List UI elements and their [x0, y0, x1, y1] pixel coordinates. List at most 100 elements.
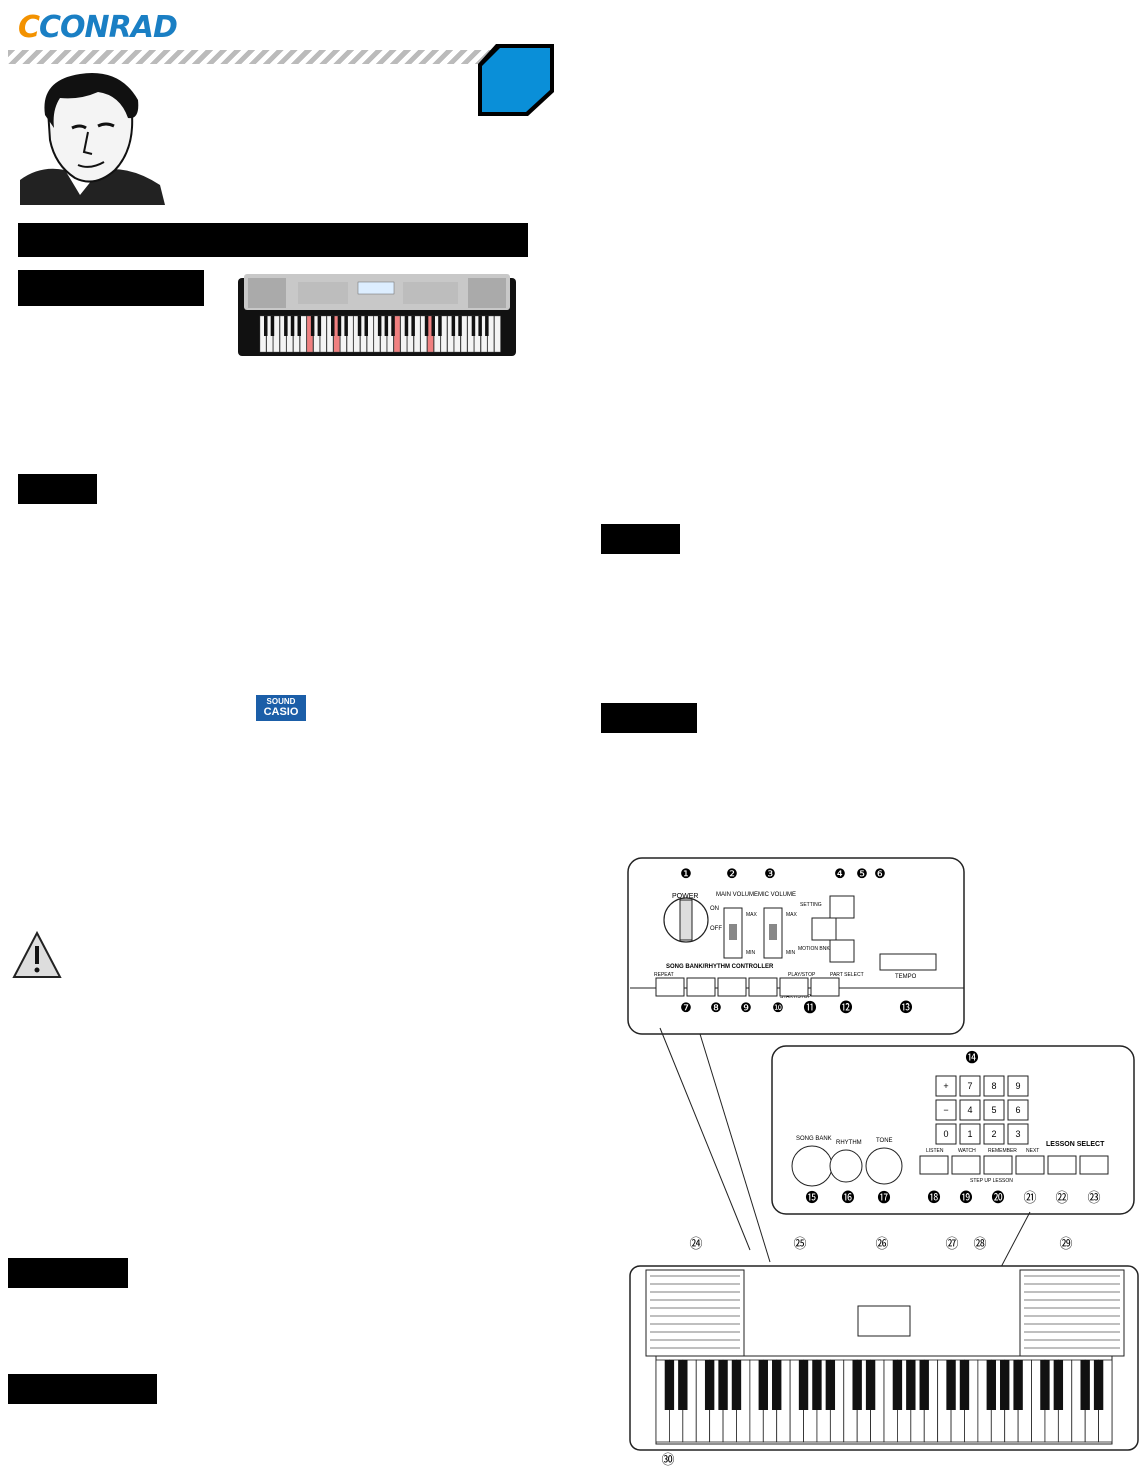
keypad-key-label: 4 — [967, 1105, 972, 1115]
detail-box-top — [627, 857, 965, 1035]
control-panel-diagram: POWER ON OFF MAIN VOLUME MAX MIN MIC VOL… — [627, 857, 1139, 1467]
photo-black-key — [377, 316, 382, 336]
keypad-key — [983, 1123, 1005, 1145]
photo-black-key — [290, 316, 295, 336]
photo-black-key — [357, 316, 362, 336]
keyboard-product-photo — [238, 274, 516, 356]
keypad-key — [983, 1099, 1005, 1121]
portrait-illustration — [20, 70, 165, 205]
keypad-key — [959, 1075, 981, 1097]
black-key — [1000, 1360, 1010, 1410]
photo-black-key — [264, 316, 268, 336]
photo-black-key — [270, 316, 275, 336]
photo-black-key — [364, 316, 368, 336]
keypad-key-label: 2 — [991, 1129, 996, 1139]
callout-number: ❾ — [740, 1000, 752, 1015]
callout-number: ⓲ — [927, 1190, 940, 1205]
callout-number: ㉓ — [1087, 1190, 1100, 1205]
black-key — [959, 1360, 970, 1410]
keypad-key-label: 9 — [1015, 1081, 1020, 1091]
controller-button — [686, 977, 716, 997]
heading-a-bar — [18, 474, 97, 504]
photo-white-key — [460, 315, 468, 353]
black-key — [1053, 1360, 1064, 1410]
label-remember: REMEMBER — [988, 1148, 1017, 1154]
keypad-key — [935, 1099, 957, 1121]
callout-number: ㉒ — [1055, 1190, 1068, 1205]
lesson-button — [919, 1155, 949, 1175]
black-key — [1040, 1360, 1050, 1410]
keypad-key — [935, 1075, 957, 1097]
callout-number: ㉘ — [973, 1236, 986, 1251]
controller-button — [655, 977, 685, 997]
callout-number: ❶ — [680, 866, 692, 881]
keypad-key-label: 7 — [967, 1081, 972, 1091]
controller-button — [748, 977, 778, 997]
keypad-key-label: − — [943, 1105, 948, 1115]
photo-black-key — [284, 316, 288, 336]
keypad-key-label: 6 — [1015, 1105, 1020, 1115]
photo-white-key — [273, 315, 280, 353]
callout-number: ⓳ — [959, 1190, 972, 1205]
keypad-key — [1007, 1075, 1029, 1097]
black-key — [865, 1360, 876, 1410]
heading-c-bar — [8, 1374, 157, 1404]
photo-white-key — [393, 315, 401, 353]
keypad-key — [983, 1075, 1005, 1097]
photo-black-key — [424, 316, 429, 336]
callout-number: ㉖ — [875, 1236, 888, 1251]
black-key — [906, 1360, 916, 1410]
lesson-button — [1079, 1155, 1109, 1175]
photo-white-key — [366, 315, 374, 353]
callout-number: ㉕ — [793, 1236, 806, 1251]
photo-black-key — [438, 316, 442, 336]
label-motion: MOTION BNK — [798, 946, 830, 952]
conrad-logo: CCONRAD — [18, 10, 178, 45]
black-key — [892, 1360, 903, 1410]
photo-black-key — [331, 316, 335, 336]
callout-number: ❻ — [874, 866, 886, 881]
callout-number: ⓮ — [965, 1050, 978, 1065]
callout-number: ⓬ — [839, 1000, 852, 1015]
black-key — [758, 1360, 768, 1410]
label-tone: TONE — [876, 1138, 893, 1144]
black-key — [852, 1360, 862, 1410]
label-min-1: MIN — [746, 950, 756, 956]
black-key — [704, 1360, 715, 1410]
label-repeat: REPEAT — [654, 972, 674, 978]
label-rhythm: RHYTHM — [836, 1140, 862, 1146]
label-tempo: TEMPO — [895, 974, 917, 980]
hatch-divider — [8, 50, 548, 64]
label-next: NEXT — [1026, 1148, 1039, 1154]
label-listen: LISTEN — [926, 1148, 944, 1154]
photo-black-key — [337, 316, 342, 336]
callout-number: ⓫ — [803, 1000, 816, 1015]
photo-black-key — [317, 316, 322, 336]
callout-number: ❼ — [680, 1000, 692, 1015]
sub-heading-bar — [18, 270, 204, 306]
photo-white-key — [494, 315, 501, 353]
label-watch: WATCH — [958, 1148, 976, 1154]
label-main-volume: MAIN VOLUME — [716, 892, 758, 898]
callout-number: ⓯ — [805, 1190, 818, 1205]
photo-white-key — [300, 315, 307, 353]
photo-white-key — [413, 315, 421, 353]
label-controller: SONG BANK/RHYTHM CONTROLLER — [666, 964, 774, 970]
photo-black-key — [310, 316, 315, 336]
black-key — [1080, 1360, 1090, 1410]
callout-number: ㉑ — [1023, 1190, 1036, 1205]
photo-black-key — [297, 316, 301, 336]
black-key — [1013, 1360, 1023, 1410]
heading-b-bar — [8, 1258, 128, 1288]
callout-number: ㉙ — [1059, 1236, 1072, 1251]
label-setting: SETTING — [800, 902, 822, 908]
callout-number: ㉔ — [689, 1236, 702, 1251]
photo-black-key — [431, 316, 435, 336]
label-play-stop: PLAY/STOP — [788, 972, 816, 978]
keypad-key-label: 5 — [991, 1105, 996, 1115]
callout-number: ❸ — [764, 866, 776, 881]
label-step-up: STEP UP LESSON — [970, 1178, 1013, 1184]
black-key — [919, 1360, 929, 1410]
photo-black-key — [384, 316, 389, 336]
controller-button — [810, 977, 840, 997]
